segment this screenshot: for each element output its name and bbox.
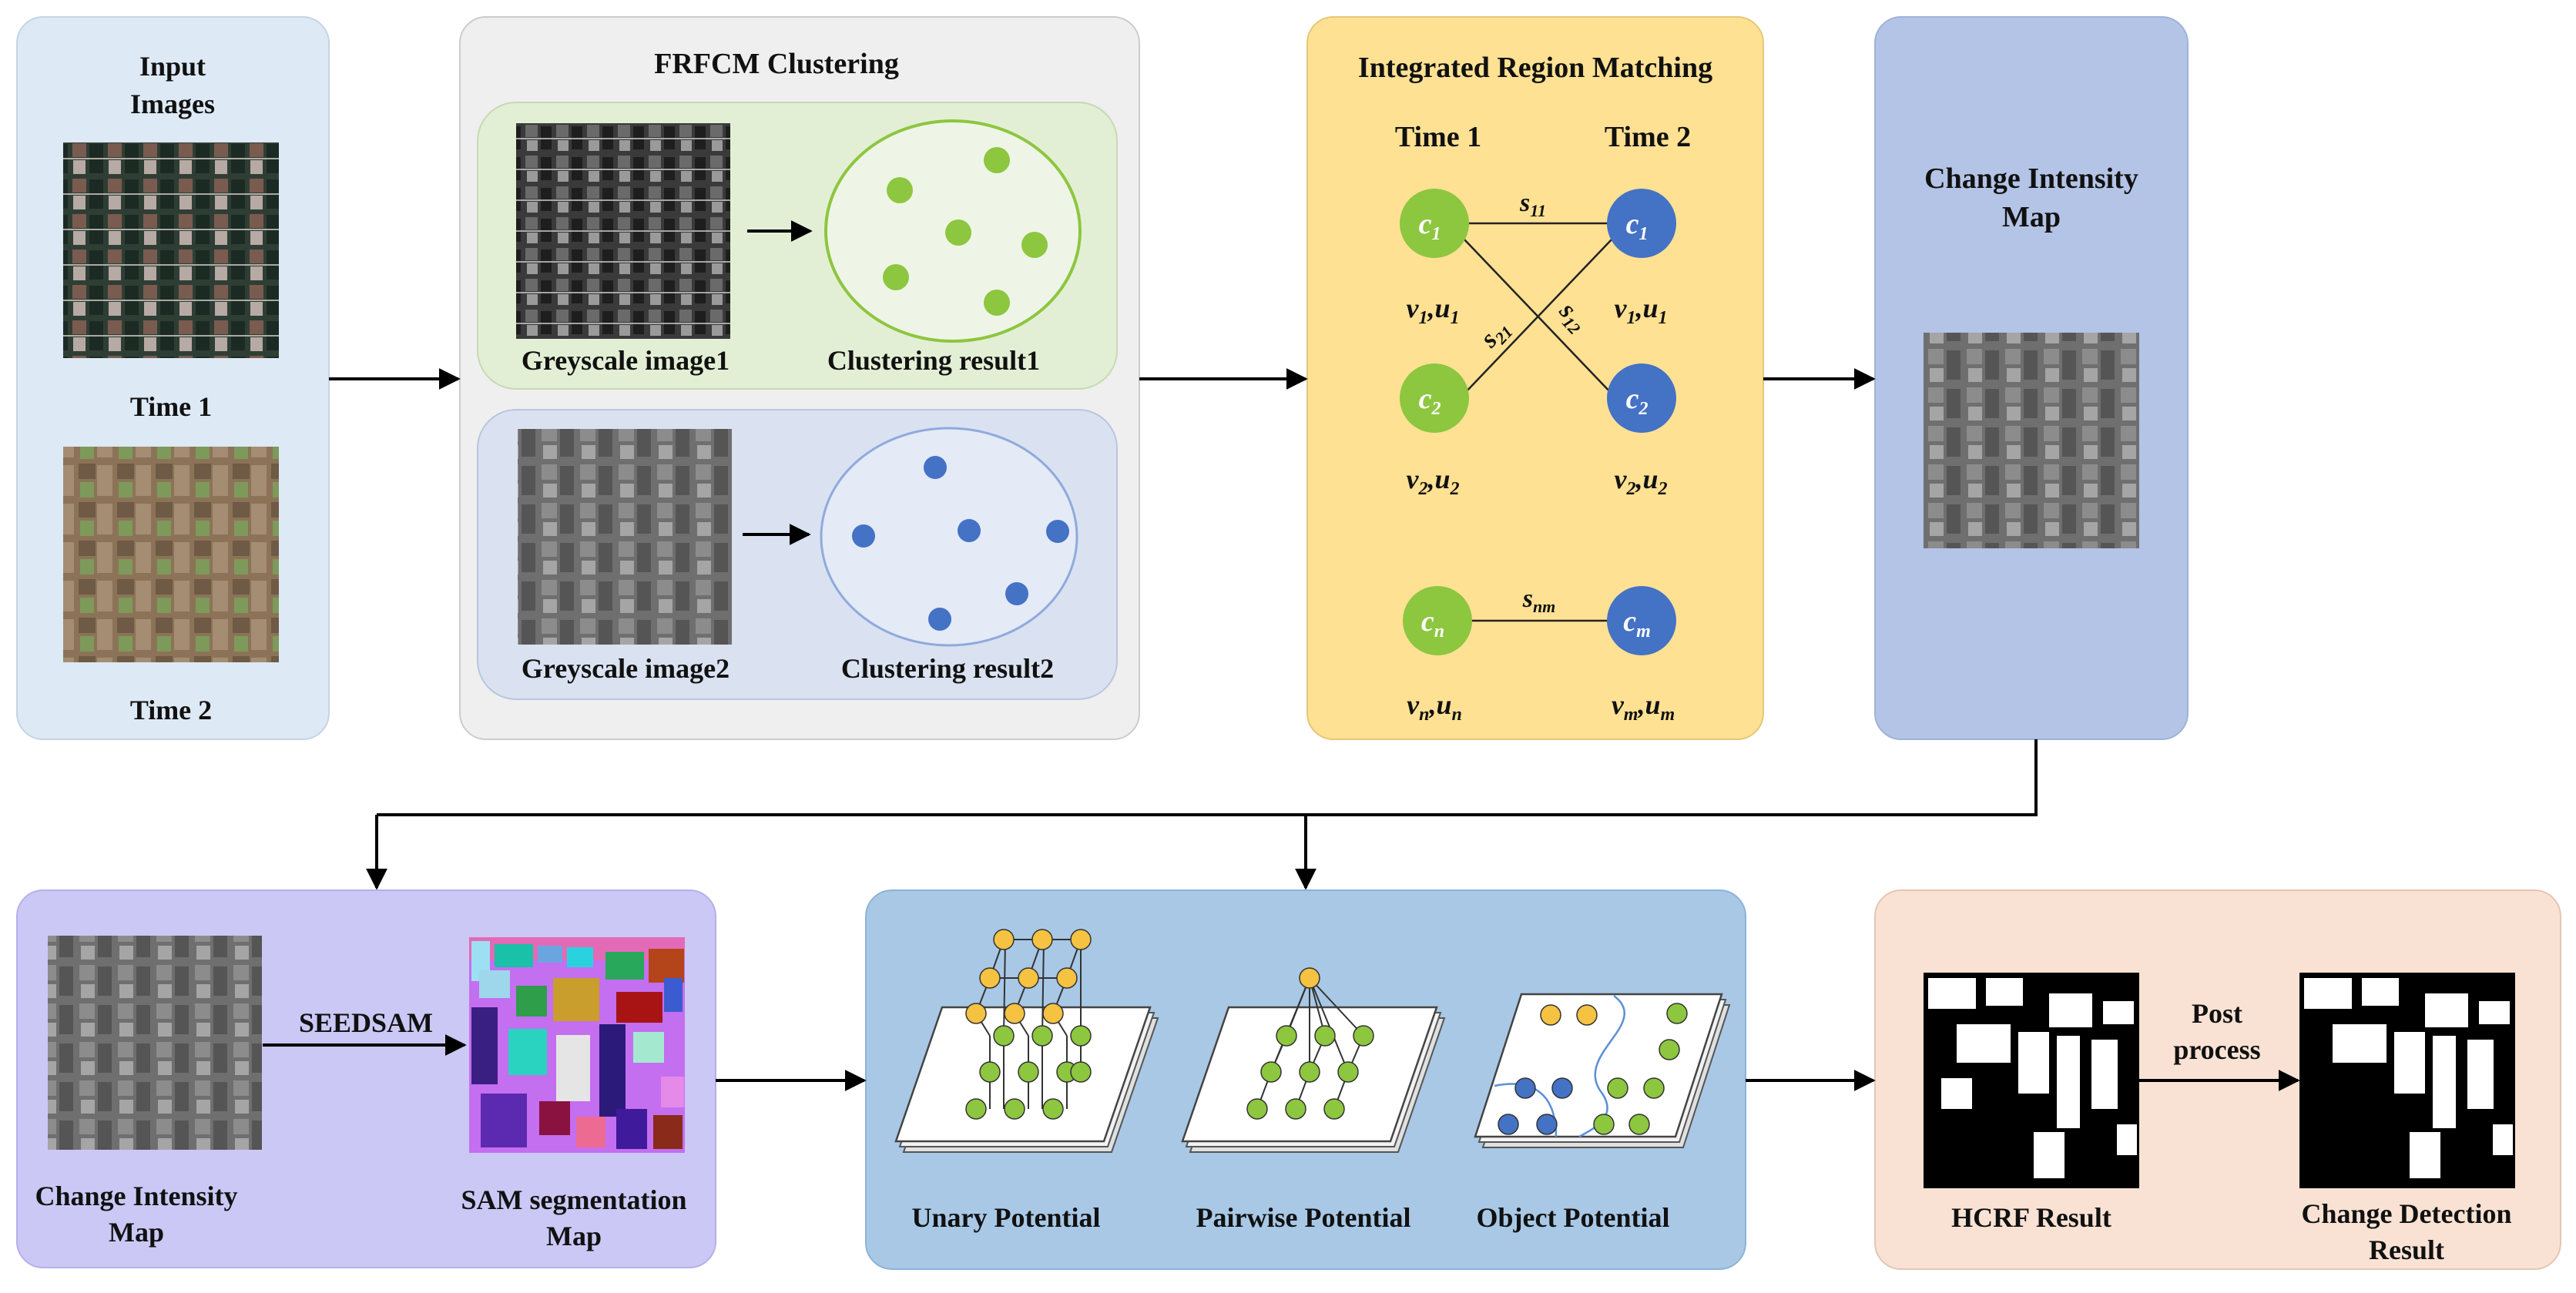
change-detection-label-line1: Change Detection [2302, 1198, 2512, 1229]
change-detection-result-image [2299, 973, 2515, 1188]
node-time1-cn [1403, 586, 1472, 655]
seedsam-cim-image [48, 936, 262, 1150]
node-label-c1-time2: c1 [1626, 208, 1649, 244]
cluster1-point [984, 147, 1010, 173]
greyscale-image2-label: Greyscale image2 [522, 653, 730, 684]
feature-label-v2u2-time2: v2,u2 [1614, 464, 1667, 499]
irm-time2-label: Time 2 [1605, 121, 1691, 153]
change-detection-label-line2: Result [2369, 1234, 2444, 1265]
object-potential-graphic [1474, 993, 1731, 1148]
post-process-label-line2: process [2173, 1034, 2260, 1065]
sam-segmentation-label-line2: Map [546, 1221, 602, 1251]
seedsam-cim-label-line2: Map [109, 1217, 164, 1248]
node-label-cm: cm [1623, 605, 1651, 641]
node-time2-cm [1607, 586, 1676, 655]
irm-time1-label: Time 1 [1395, 121, 1481, 153]
greyscale-image1-label: Greyscale image1 [522, 345, 730, 376]
node-time2-c2 [1607, 363, 1676, 433]
node-label-cn: cn [1421, 605, 1444, 641]
hcrf-result-image [1924, 973, 2139, 1188]
input-image-time2 [63, 447, 279, 662]
greyscale-image2 [518, 429, 732, 645]
feature-label-v2u2-time1: v2,u2 [1406, 464, 1459, 499]
feature-label-v1u1-time1: v1,u1 [1406, 293, 1459, 328]
frfcm-title: FRFCM Clustering [654, 48, 899, 80]
feature-label-vmum: vm,um [1612, 689, 1675, 725]
seedsam-arrow-label: SEEDSAM [299, 1007, 433, 1038]
feature-label-v1u1-time2: v1,u1 [1614, 293, 1667, 328]
change-intensity-title-line1: Change Intensity [1924, 162, 2138, 195]
input-title-line2: Images [130, 89, 215, 119]
cluster2-point [1005, 582, 1028, 605]
change-intensity-title-line2: Map [2002, 201, 2061, 233]
node-time1-c2 [1400, 363, 1469, 433]
node-label-c1-time1: c1 [1419, 208, 1441, 244]
input-time2-label: Time 2 [130, 695, 212, 725]
node-label-c2-time1: c2 [1419, 383, 1441, 419]
pairwise-potential-graphic [1181, 967, 1446, 1153]
connector-cim-to-bottom [377, 739, 2038, 816]
pairwise-potential-label: Pairwise Potential [1196, 1202, 1411, 1233]
cluster2-point [924, 456, 947, 479]
cluster2-point [928, 608, 951, 631]
input-title-line1: Input [139, 51, 206, 82]
clustering-result1-label: Clustering result1 [827, 345, 1040, 376]
object-potential-label: Object Potential [1477, 1202, 1670, 1233]
cluster1-point [945, 219, 971, 246]
cluster1-point [887, 177, 913, 203]
greyscale-image1 [516, 123, 730, 339]
node-time1-c1 [1400, 189, 1469, 258]
cluster1-point [1021, 232, 1048, 258]
cluster1-point [883, 264, 909, 290]
edge-c2-c1 [1463, 238, 1613, 395]
unary-potential-graphic [894, 929, 1159, 1153]
edge-label-snm: snm [1522, 585, 1556, 616]
irm-title: Integrated Region Matching [1358, 52, 1712, 84]
input-time1-label: Time 1 [130, 391, 212, 422]
unary-potential-label: Unary Potential [912, 1202, 1101, 1233]
sam-segmentation-image [469, 937, 685, 1153]
node-label-c2-time2: c2 [1626, 383, 1649, 419]
feature-label-vnun: vn,un [1407, 689, 1462, 725]
cluster2-point [1046, 520, 1069, 543]
seedsam-cim-label-line1: Change Intensity [35, 1181, 237, 1211]
edge-label-s11: s11 [1519, 189, 1546, 220]
hcrf-result-label: HCRF Result [1951, 1202, 2111, 1233]
change-intensity-image [1924, 333, 2139, 548]
irm-panel [1306, 16, 1764, 740]
input-image-time1 [63, 142, 279, 358]
cluster1-point [984, 290, 1010, 316]
cluster2-point [958, 519, 981, 542]
node-time2-c1 [1607, 189, 1676, 258]
post-process-label-line1: Post [2192, 998, 2242, 1029]
clustering-result2-label: Clustering result2 [841, 653, 1054, 684]
sam-segmentation-label-line1: SAM segmentation [461, 1184, 687, 1215]
cluster2-point [852, 524, 875, 548]
